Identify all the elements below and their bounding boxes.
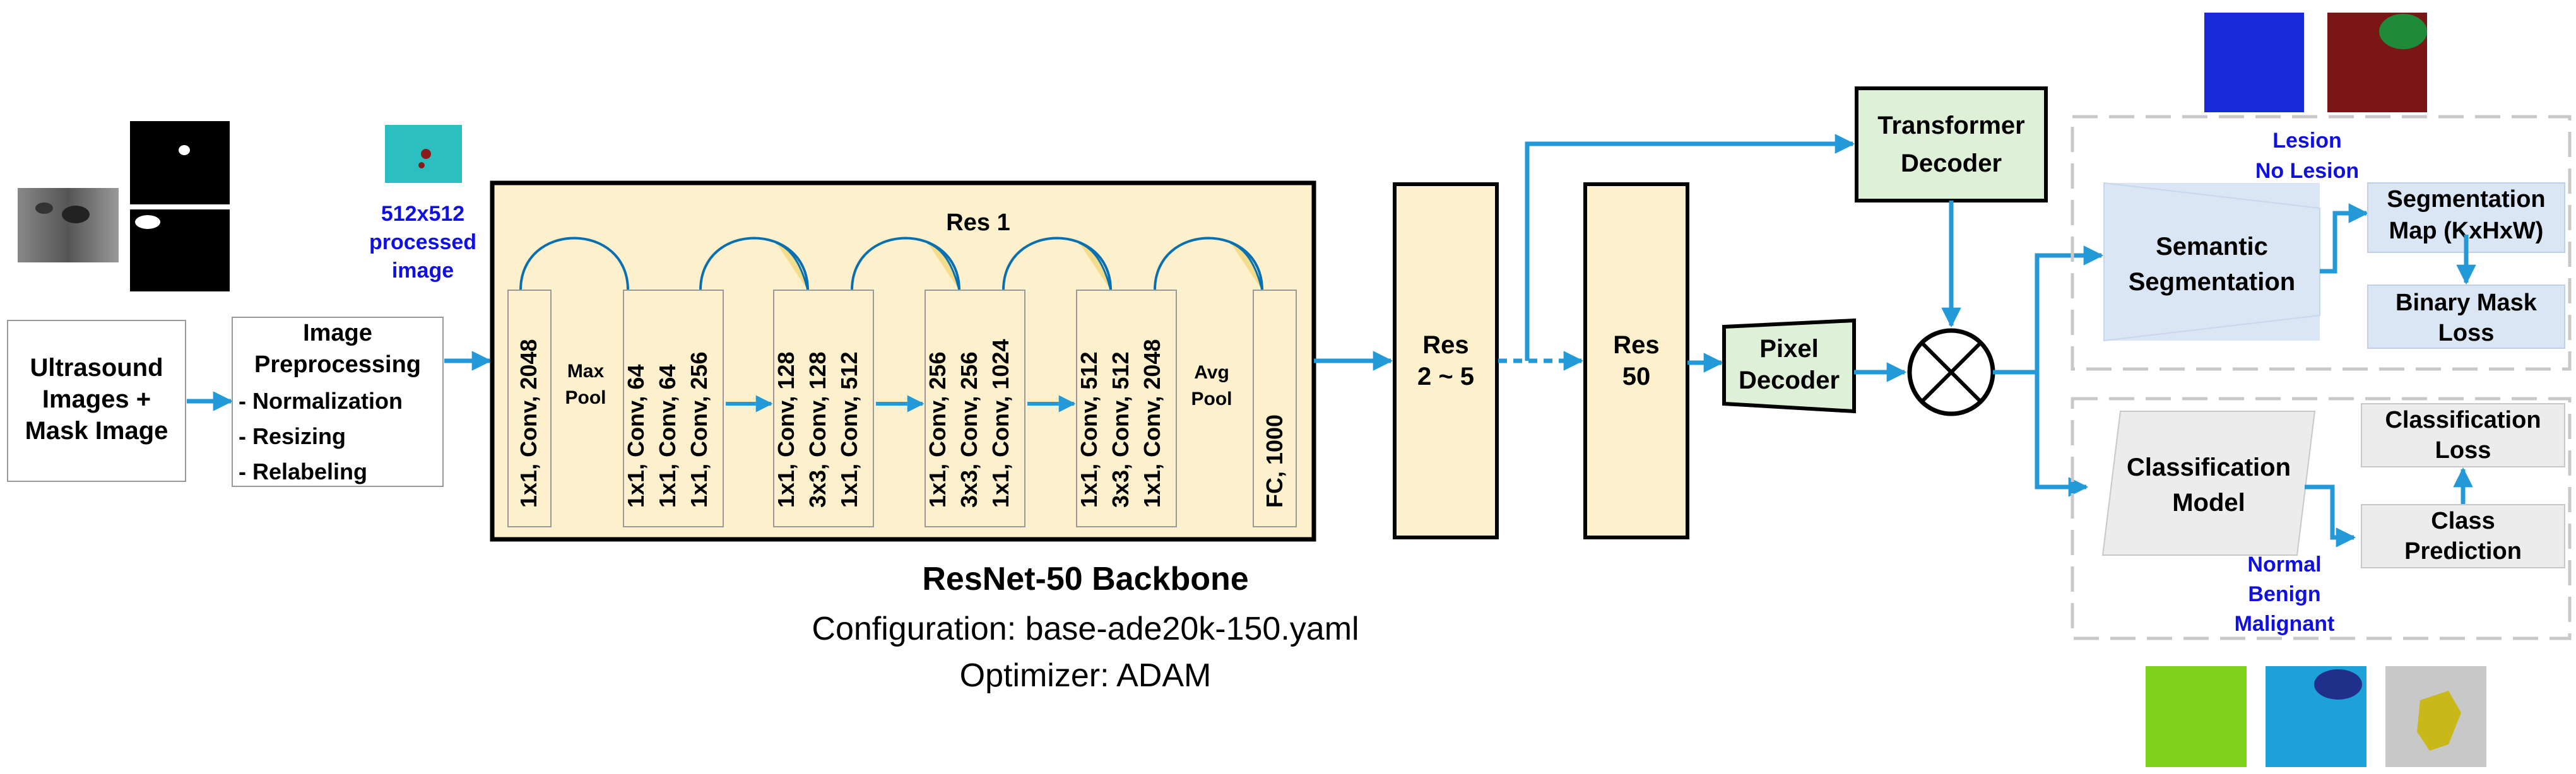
conv-label: 1x1, Conv, 64 [623, 365, 649, 508]
class-name-malignant: Malignant [2235, 612, 2335, 636]
seg-map-line1: Segmentation [2387, 186, 2545, 213]
res2-5-box [1393, 182, 1499, 539]
conv-block-3 [773, 290, 874, 527]
preprocess-item: - Relabeling [239, 459, 367, 484]
normal-example-thumbnail [2146, 666, 2247, 767]
combine-operator-icon [1907, 328, 1995, 416]
res50-line2: 50 [1622, 363, 1651, 390]
preprocess-box [232, 317, 444, 487]
maxpool-label-1: Max [567, 361, 605, 382]
processed-caption-3: image [392, 259, 454, 283]
conv-label: 1x1, Conv, 2048 [516, 339, 541, 508]
avgpool-label-2: Pool [1191, 389, 1232, 409]
mask-thumbnail-top [130, 121, 230, 204]
res50-line1: Res [1613, 331, 1659, 359]
arrow-to-classification-model [2035, 372, 2089, 497]
segmentation-panel [2071, 115, 2572, 371]
maxpool-label-2: Pool [565, 387, 606, 408]
processed-caption-1: 512x512 [381, 202, 464, 226]
processed-caption-2: processed [369, 230, 476, 254]
class-loss-line1: Classification [2385, 407, 2541, 433]
conv-label: 3x3, Conv, 256 [956, 352, 982, 508]
transformer-decoder-line2: Decoder [1901, 150, 2002, 177]
res1-title: Res 1 [946, 209, 1010, 236]
mask-loss-line2: Loss [2438, 320, 2495, 346]
conv-label: 1x1, Conv, 256 [925, 352, 950, 508]
fc-block [1253, 290, 1297, 527]
backbone-config: Configuration: base-ade20k-150.yaml [812, 611, 1359, 647]
classification-panel [2071, 397, 2572, 640]
conv-label: 1x1, Conv, 256 [686, 352, 712, 508]
conv-block-5 [1076, 290, 1177, 527]
conv-label: 1x1, Conv, 512 [1076, 352, 1102, 508]
input-box [7, 320, 186, 482]
legend-lesion: Lesion [2272, 129, 2342, 153]
conv-label: 3x3, Conv, 128 [805, 352, 830, 508]
pixel-decoder-line2: Decoder [1739, 366, 1840, 394]
avgpool-label-1: Avg [1194, 362, 1229, 383]
res50-box [1583, 182, 1689, 539]
backbone-optimizer: Optimizer: ADAM [960, 657, 1212, 694]
res2-5-line2: 2 ~ 5 [1417, 363, 1474, 390]
class-name-benign: Benign [2248, 582, 2320, 606]
arrow-to-class-prediction [2305, 484, 2356, 548]
arrow-to-segmentation-map [2320, 203, 2369, 274]
class-prediction-box [2361, 504, 2565, 568]
conv-label: 1x1, Conv, 128 [773, 352, 799, 508]
conv-label: 1x1, Conv, 64 [654, 365, 680, 508]
preprocess-title-2: Preprocessing [254, 351, 421, 378]
input-box-line3: Mask Image [25, 417, 168, 445]
class-name-normal: Normal [2247, 553, 2321, 577]
res1-container [490, 180, 1316, 542]
classification-model-box [2101, 411, 2316, 556]
conv-label: 1x1, Conv, 2048 [1139, 339, 1165, 508]
input-box-line2: Images + [42, 385, 151, 413]
preprocess-title-1: Image [303, 320, 372, 346]
res2-5-line1: Res [1422, 331, 1468, 359]
transformer-decoder-box [1855, 86, 2048, 202]
conv-label: 1x1, Conv, 1024 [988, 339, 1013, 508]
pixel-decoder-line1: Pixel [1759, 335, 1818, 363]
arrow-to-transformer-decoder [1525, 134, 1855, 361]
classification-loss-box [2361, 403, 2565, 467]
conv-label: 1x1, Conv, 512 [836, 352, 862, 508]
class-model-line1: Classification [2127, 454, 2291, 481]
class-loss-line2: Loss [2435, 437, 2491, 464]
preprocess-item: - Resizing [239, 423, 346, 449]
ultrasound-thumbnail [18, 188, 119, 262]
semantic-seg-line2: Segmentation [2129, 268, 2295, 296]
arrow-to-semantic-segmentation [1993, 245, 2104, 375]
conv-block-2 [623, 290, 724, 527]
segmentation-output-blue [2204, 13, 2304, 112]
semantic-seg-line1: Semantic [2156, 233, 2268, 261]
fc-label: FC, 1000 [1261, 414, 1287, 508]
class-pred-line2: Prediction [2404, 538, 2522, 565]
conv-block-1 [507, 290, 552, 527]
binary-mask-loss-box [2367, 284, 2565, 349]
input-thumbnails [18, 121, 462, 291]
skip-connections [519, 237, 1263, 291]
backbone-title: ResNet-50 Backbone [922, 561, 1248, 597]
conv-block-4 [925, 290, 1025, 527]
class-model-line2: Model [2172, 489, 2245, 517]
pixel-decoder-box [1722, 318, 1856, 414]
preprocess-item: - Normalization [239, 388, 403, 414]
mask-loss-line1: Binary Mask [2396, 290, 2538, 316]
legend-no-lesion: No Lesion [2255, 159, 2359, 183]
input-box-line1: Ultrasound [30, 354, 163, 382]
conv-label: 3x3, Conv, 512 [1108, 352, 1133, 508]
class-pred-line1: Class [2431, 508, 2495, 534]
transformer-decoder-line1: Transformer [1877, 112, 2024, 139]
